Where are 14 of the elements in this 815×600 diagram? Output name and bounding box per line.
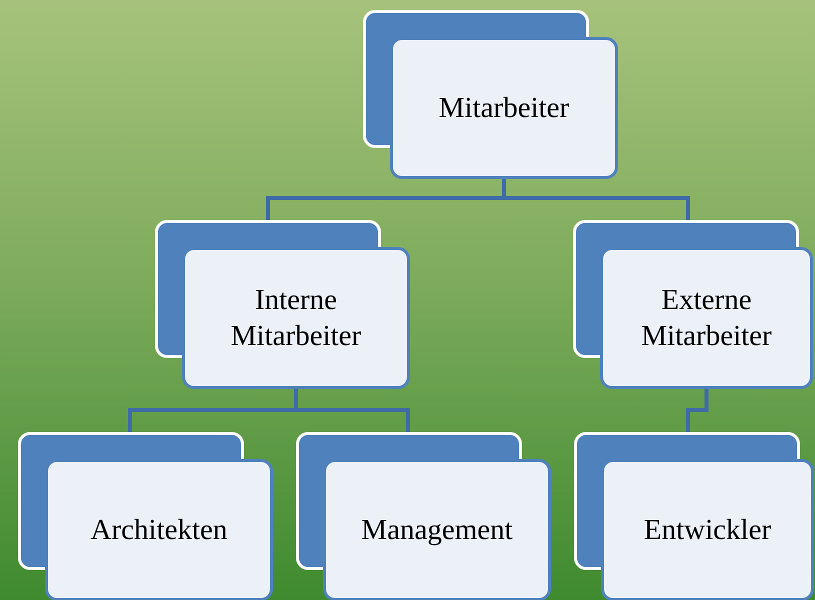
card-label: Externe Mitarbeiter bbox=[640, 282, 773, 354]
card-label: Management bbox=[360, 512, 514, 548]
connector-line bbox=[686, 389, 708, 432]
connector-line bbox=[502, 179, 690, 220]
org-chart-card bbox=[573, 220, 813, 389]
card-label: Interne Mitarbeiter bbox=[230, 282, 362, 354]
org-chart-card bbox=[155, 220, 410, 389]
org-chart-card bbox=[574, 432, 814, 600]
org-chart-card bbox=[296, 432, 551, 600]
card-label: Architekten bbox=[90, 512, 228, 548]
card-label: Mitarbeiter bbox=[438, 90, 570, 126]
org-chart-card bbox=[18, 432, 273, 600]
org-chart-card bbox=[363, 10, 618, 179]
card-label: Entwickler bbox=[642, 512, 772, 548]
